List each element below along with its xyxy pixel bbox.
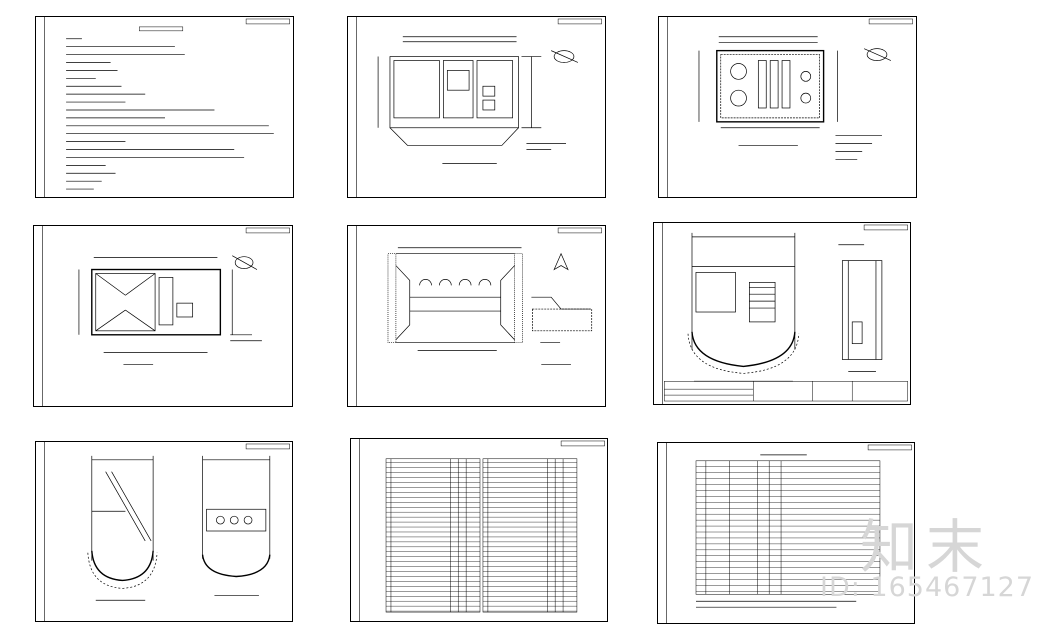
drawing-sheet-schedule-table (350, 438, 608, 622)
materials-list-drawing (666, 443, 912, 623)
drawing-sheet-section-a (653, 222, 911, 405)
drawing-sheet-section-b (35, 441, 293, 622)
schedule-table-drawing (359, 439, 605, 621)
drawing-sheet-notes (35, 16, 294, 198)
section-b-drawing (44, 442, 290, 621)
drawing-sheet-elevation (347, 225, 606, 407)
floor-plan-drawing (356, 17, 602, 197)
elevation-drawing (356, 226, 602, 406)
drawing-sheet-materials-list (657, 442, 915, 624)
section-a-drawing (662, 223, 908, 404)
drawing-sheet-roof-plan (33, 225, 293, 407)
drawing-sheet-equipment-plan (658, 16, 917, 198)
notes-drawing (44, 17, 290, 197)
roof-plan-drawing (42, 226, 290, 406)
equipment-plan-drawing (667, 17, 913, 197)
drawing-sheet-floor-plan (347, 16, 606, 198)
